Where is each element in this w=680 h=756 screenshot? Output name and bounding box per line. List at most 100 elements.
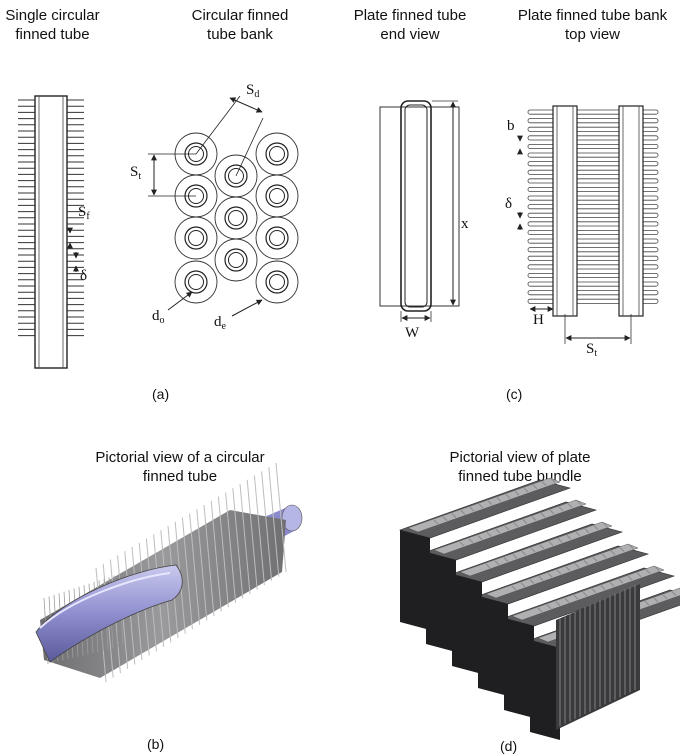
bundle-fin-edge [460,509,466,515]
de-label: de [214,314,226,332]
tube-wall [34,95,68,369]
bundle-fin-edge [546,604,552,610]
h-label: H [533,312,544,328]
bundle-fin-edge [583,559,589,565]
b-label: b [507,118,515,134]
plate-top-view-drawing [527,105,659,317]
bundle-side-face [556,584,640,730]
bundle-fin-edge [538,575,544,581]
tube-outer-circle [224,248,248,272]
bundle-fin-edge [645,569,651,575]
de-subscript: e [221,321,226,332]
bundle-fin-edge [557,537,563,543]
tube-outer-circle [224,164,248,188]
bundle-fin-edge [503,557,509,563]
fin-ridge [210,500,222,612]
bundle-fin-edge [477,535,483,541]
bundle-fin-edge [442,516,448,522]
single-finned-tube-drawing [18,95,84,369]
bundle-fin-edge [610,550,616,556]
sd-dimension [195,95,264,177]
pictorial-plate-title-line1: Pictorial view of plate [449,449,591,466]
pictorial-circular-title-line2: finned tube [142,468,218,485]
bundle-fin-edge [511,585,517,591]
bundle-front-face [478,596,508,696]
tube-outer-circle [184,226,208,250]
bundle-tube-rail [459,521,613,577]
bundle-fin-edge [540,512,546,518]
tube-inner-circle [269,274,285,290]
tube-inner-circle [269,188,285,204]
w-label: W [405,325,420,341]
bundle-fin-edge [505,493,511,499]
delta-fin-label: δ [80,268,88,284]
de-symbol: d [214,314,222,330]
fin-ridge [189,513,201,625]
x-label: x [461,216,469,232]
bundle-fin-edge [504,525,510,531]
bundle-fin-edge [654,565,660,571]
bundle-fin-edge [576,499,582,505]
bundle-fin-edge [485,563,491,569]
plate-end-view-title-line2: end view [380,26,440,43]
fin-ridge [225,492,237,603]
fin-ridge [261,471,273,581]
sf-symbol: S [78,204,87,220]
bundle-fin-edge [496,497,502,503]
bundle-fin-edge [459,541,465,547]
fin-ridge [246,479,258,590]
bundle-fin-edge [537,607,543,613]
bundle-fin-edge [565,566,571,572]
bundle-fin-edge [520,582,526,588]
bundle-fin-edge [636,572,642,578]
bundle-fin-edge [530,547,536,553]
bundle-fin-edge [556,569,562,575]
pictorial-circular-title: Pictorial view of a circular finned tube [60,448,300,486]
plate-end-view-title: Plate finned tube end view [340,6,480,44]
bundle-fin-edge [550,477,556,483]
bundle-fin-edge [584,528,590,534]
bundle-fin-edge [487,500,493,506]
tube-inner-circle [269,146,285,162]
do-label: do [152,308,165,326]
fin-ridge [232,488,244,599]
w-dimension [400,311,432,322]
caption-c: (c) [506,386,523,402]
bundle-fin-edge [521,550,527,556]
tube-inner-circle [188,230,204,246]
bundle-tube-rail [511,565,665,621]
bundle-fin-edge [549,509,555,515]
bundle-fin-edge [573,594,579,600]
bundle-fin-edge [558,506,564,512]
fin-ridge [275,462,287,573]
bundle-tube-rail [485,543,639,599]
bundle-fin-edge [653,597,659,603]
bundle-fin-edge [469,506,475,512]
tube-outer-circle [265,184,289,208]
bundle-fin-edge [564,597,570,603]
bundle-fin-edge [555,601,561,607]
tube-bank-drawing [174,132,299,304]
st-plate-subscript: t [594,348,598,359]
st-plate-symbol: S [586,341,595,357]
tube-inner-circle [228,252,244,268]
bundle-fin-edge [513,522,519,528]
fin-circle [255,216,299,260]
pictorial-circular-title-line1: Pictorial view of a circular [95,449,265,466]
bundle-fin-edge [662,594,668,600]
bundle-fin-edge [548,541,554,547]
caption-b: (b) [147,736,165,752]
bundle-fin-edge [574,563,580,569]
plate-end-view-title-line1: Plate finned tube [353,7,467,24]
tube-bank-title: Circular finned tube bank [170,6,310,44]
bundle-fin-edge [547,572,553,578]
caption-a: (a) [152,386,170,402]
fin-ridge [217,496,229,608]
bundle-fin-edge [600,585,606,591]
st-subscript: t [138,171,142,182]
bundle-fin-edge [619,547,625,553]
fin-ridge [253,475,265,586]
tube-inner-circle [228,210,244,226]
pictorial-circular-tube [35,462,303,683]
